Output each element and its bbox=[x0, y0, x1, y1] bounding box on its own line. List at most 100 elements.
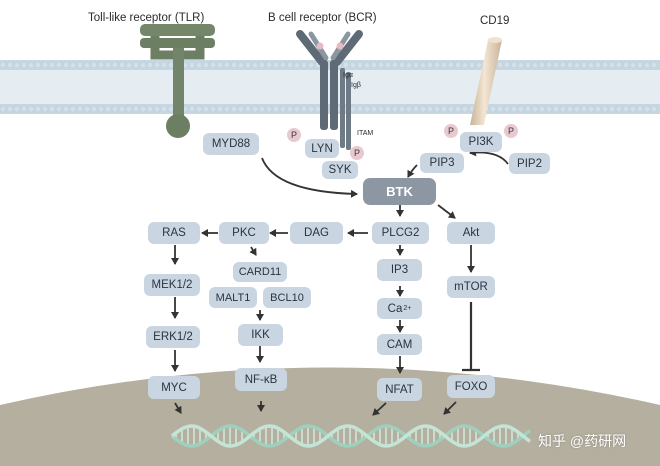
cd19-label: CD19 bbox=[480, 15, 510, 27]
membrane-lipid-head bbox=[545, 61, 553, 69]
membrane-lipid-head bbox=[139, 105, 147, 113]
node-nfkb: NF-κB bbox=[235, 368, 287, 391]
membrane-lipid-head bbox=[433, 61, 441, 69]
membrane-lipid-head bbox=[118, 105, 126, 113]
membrane-lipid-head bbox=[573, 105, 581, 113]
membrane-lipid-head bbox=[538, 61, 546, 69]
membrane-lipid-head bbox=[237, 105, 245, 113]
membrane-lipid-head bbox=[195, 105, 203, 113]
membrane-lipid-head bbox=[552, 61, 560, 69]
membrane-lipid-head bbox=[279, 105, 287, 113]
membrane-lipid-head bbox=[146, 105, 154, 113]
itam-label: ITAM bbox=[357, 130, 374, 137]
membrane-lipid-head bbox=[531, 105, 539, 113]
membrane-lipid-head bbox=[202, 61, 210, 69]
phospho-pi3k-right: P bbox=[504, 124, 518, 138]
node-pi3k: PI3K bbox=[460, 132, 502, 152]
node-pip2: PIP2 bbox=[509, 153, 550, 174]
membrane-lipid-head bbox=[97, 61, 105, 69]
membrane-lipid-head bbox=[629, 61, 637, 69]
membrane-lipid-head bbox=[216, 105, 224, 113]
membrane-lipid-head bbox=[20, 105, 28, 113]
arrows bbox=[171, 148, 509, 416]
membrane-lipid-head bbox=[377, 61, 385, 69]
membrane-lipid-head bbox=[188, 105, 196, 113]
membrane-lipid-head bbox=[566, 105, 574, 113]
membrane-lipid-head bbox=[272, 61, 280, 69]
membrane-lipid-head bbox=[83, 105, 91, 113]
membrane-lipid-head bbox=[384, 105, 392, 113]
membrane-lipid-head bbox=[48, 105, 56, 113]
membrane-lipid-head bbox=[398, 105, 406, 113]
phospho-lyn: P bbox=[287, 128, 301, 142]
membrane-lipid-head bbox=[363, 61, 371, 69]
membrane-lipid-head bbox=[97, 105, 105, 113]
ig-beta-label: Igβ bbox=[351, 82, 361, 89]
membrane-lipid-head bbox=[62, 61, 70, 69]
membrane-lipid-head bbox=[125, 105, 133, 113]
membrane-lipid-head bbox=[559, 105, 567, 113]
membrane-lipid-head bbox=[0, 61, 7, 69]
membrane-lipid-head bbox=[496, 105, 504, 113]
membrane-lipid-head bbox=[132, 61, 140, 69]
membrane-lipid-head bbox=[146, 61, 154, 69]
membrane-lipid-head bbox=[13, 61, 21, 69]
membrane-lipid-head bbox=[601, 105, 609, 113]
membrane-lipid-head bbox=[503, 61, 511, 69]
membrane-lipid-head bbox=[0, 105, 7, 113]
membrane-lipid-head bbox=[587, 61, 595, 69]
ca-base: Ca bbox=[387, 302, 403, 315]
membrane-lipid-head bbox=[517, 61, 525, 69]
membrane-lipid-head bbox=[258, 105, 266, 113]
membrane-lipid-head bbox=[293, 61, 301, 69]
membrane-lipid-head bbox=[384, 61, 392, 69]
membrane-lipid-head bbox=[160, 61, 168, 69]
membrane-lipid-head bbox=[104, 105, 112, 113]
watermark: 知乎 @药研网 bbox=[538, 433, 627, 449]
membrane-lipid-head bbox=[405, 105, 413, 113]
node-ikk: IKK bbox=[238, 324, 283, 346]
membrane-lipid-head bbox=[356, 61, 364, 69]
membrane-lipid-head bbox=[244, 61, 252, 69]
membrane-lipid-head bbox=[552, 105, 560, 113]
membrane-lipid-head bbox=[440, 61, 448, 69]
membrane-lipid-head bbox=[643, 105, 651, 113]
tlr-label: Toll-like receptor (TLR) bbox=[88, 12, 205, 24]
node-nfat: NFAT bbox=[377, 378, 422, 401]
membrane-lipid-head bbox=[342, 61, 350, 69]
membrane-lipid-head bbox=[622, 105, 630, 113]
membrane-lipid-head bbox=[118, 61, 126, 69]
membrane-lipid-head bbox=[377, 105, 385, 113]
membrane-lipid-head bbox=[545, 105, 553, 113]
membrane-lipid-head bbox=[251, 105, 259, 113]
membrane-lipid-head bbox=[69, 105, 77, 113]
membrane-lipid-head bbox=[160, 105, 168, 113]
bcr-receptor-shape bbox=[296, 30, 363, 150]
membrane-lipid-head bbox=[41, 105, 49, 113]
membrane-lipid-head bbox=[202, 105, 210, 113]
membrane-lipid-head bbox=[615, 61, 623, 69]
membrane-lipid-head bbox=[125, 61, 133, 69]
node-myc: MYC bbox=[148, 376, 200, 399]
membrane-lipid-head bbox=[636, 105, 644, 113]
membrane-lipid-head bbox=[405, 61, 413, 69]
node-pkc: PKC bbox=[219, 222, 269, 244]
membrane-lipid-head bbox=[650, 105, 658, 113]
membrane-lipid-head bbox=[132, 105, 140, 113]
membrane-lipid-head bbox=[370, 105, 378, 113]
membrane-lipid-head bbox=[237, 61, 245, 69]
membrane-lipid-head bbox=[447, 105, 455, 113]
membrane-lipid-head bbox=[580, 105, 588, 113]
membrane-lipid-head bbox=[391, 61, 399, 69]
dna-strand bbox=[170, 424, 532, 448]
membrane-lipid-head bbox=[601, 61, 609, 69]
membrane-lipid-head bbox=[188, 61, 196, 69]
membrane-lipid-head bbox=[622, 61, 630, 69]
membrane-lipid-head bbox=[419, 105, 427, 113]
membrane-lipid-head bbox=[41, 61, 49, 69]
membrane-lipid-head bbox=[293, 105, 301, 113]
membrane-lipid-head bbox=[538, 105, 546, 113]
membrane-lipid-head bbox=[580, 61, 588, 69]
membrane-lipid-head bbox=[83, 61, 91, 69]
node-mtor: mTOR bbox=[447, 276, 495, 298]
